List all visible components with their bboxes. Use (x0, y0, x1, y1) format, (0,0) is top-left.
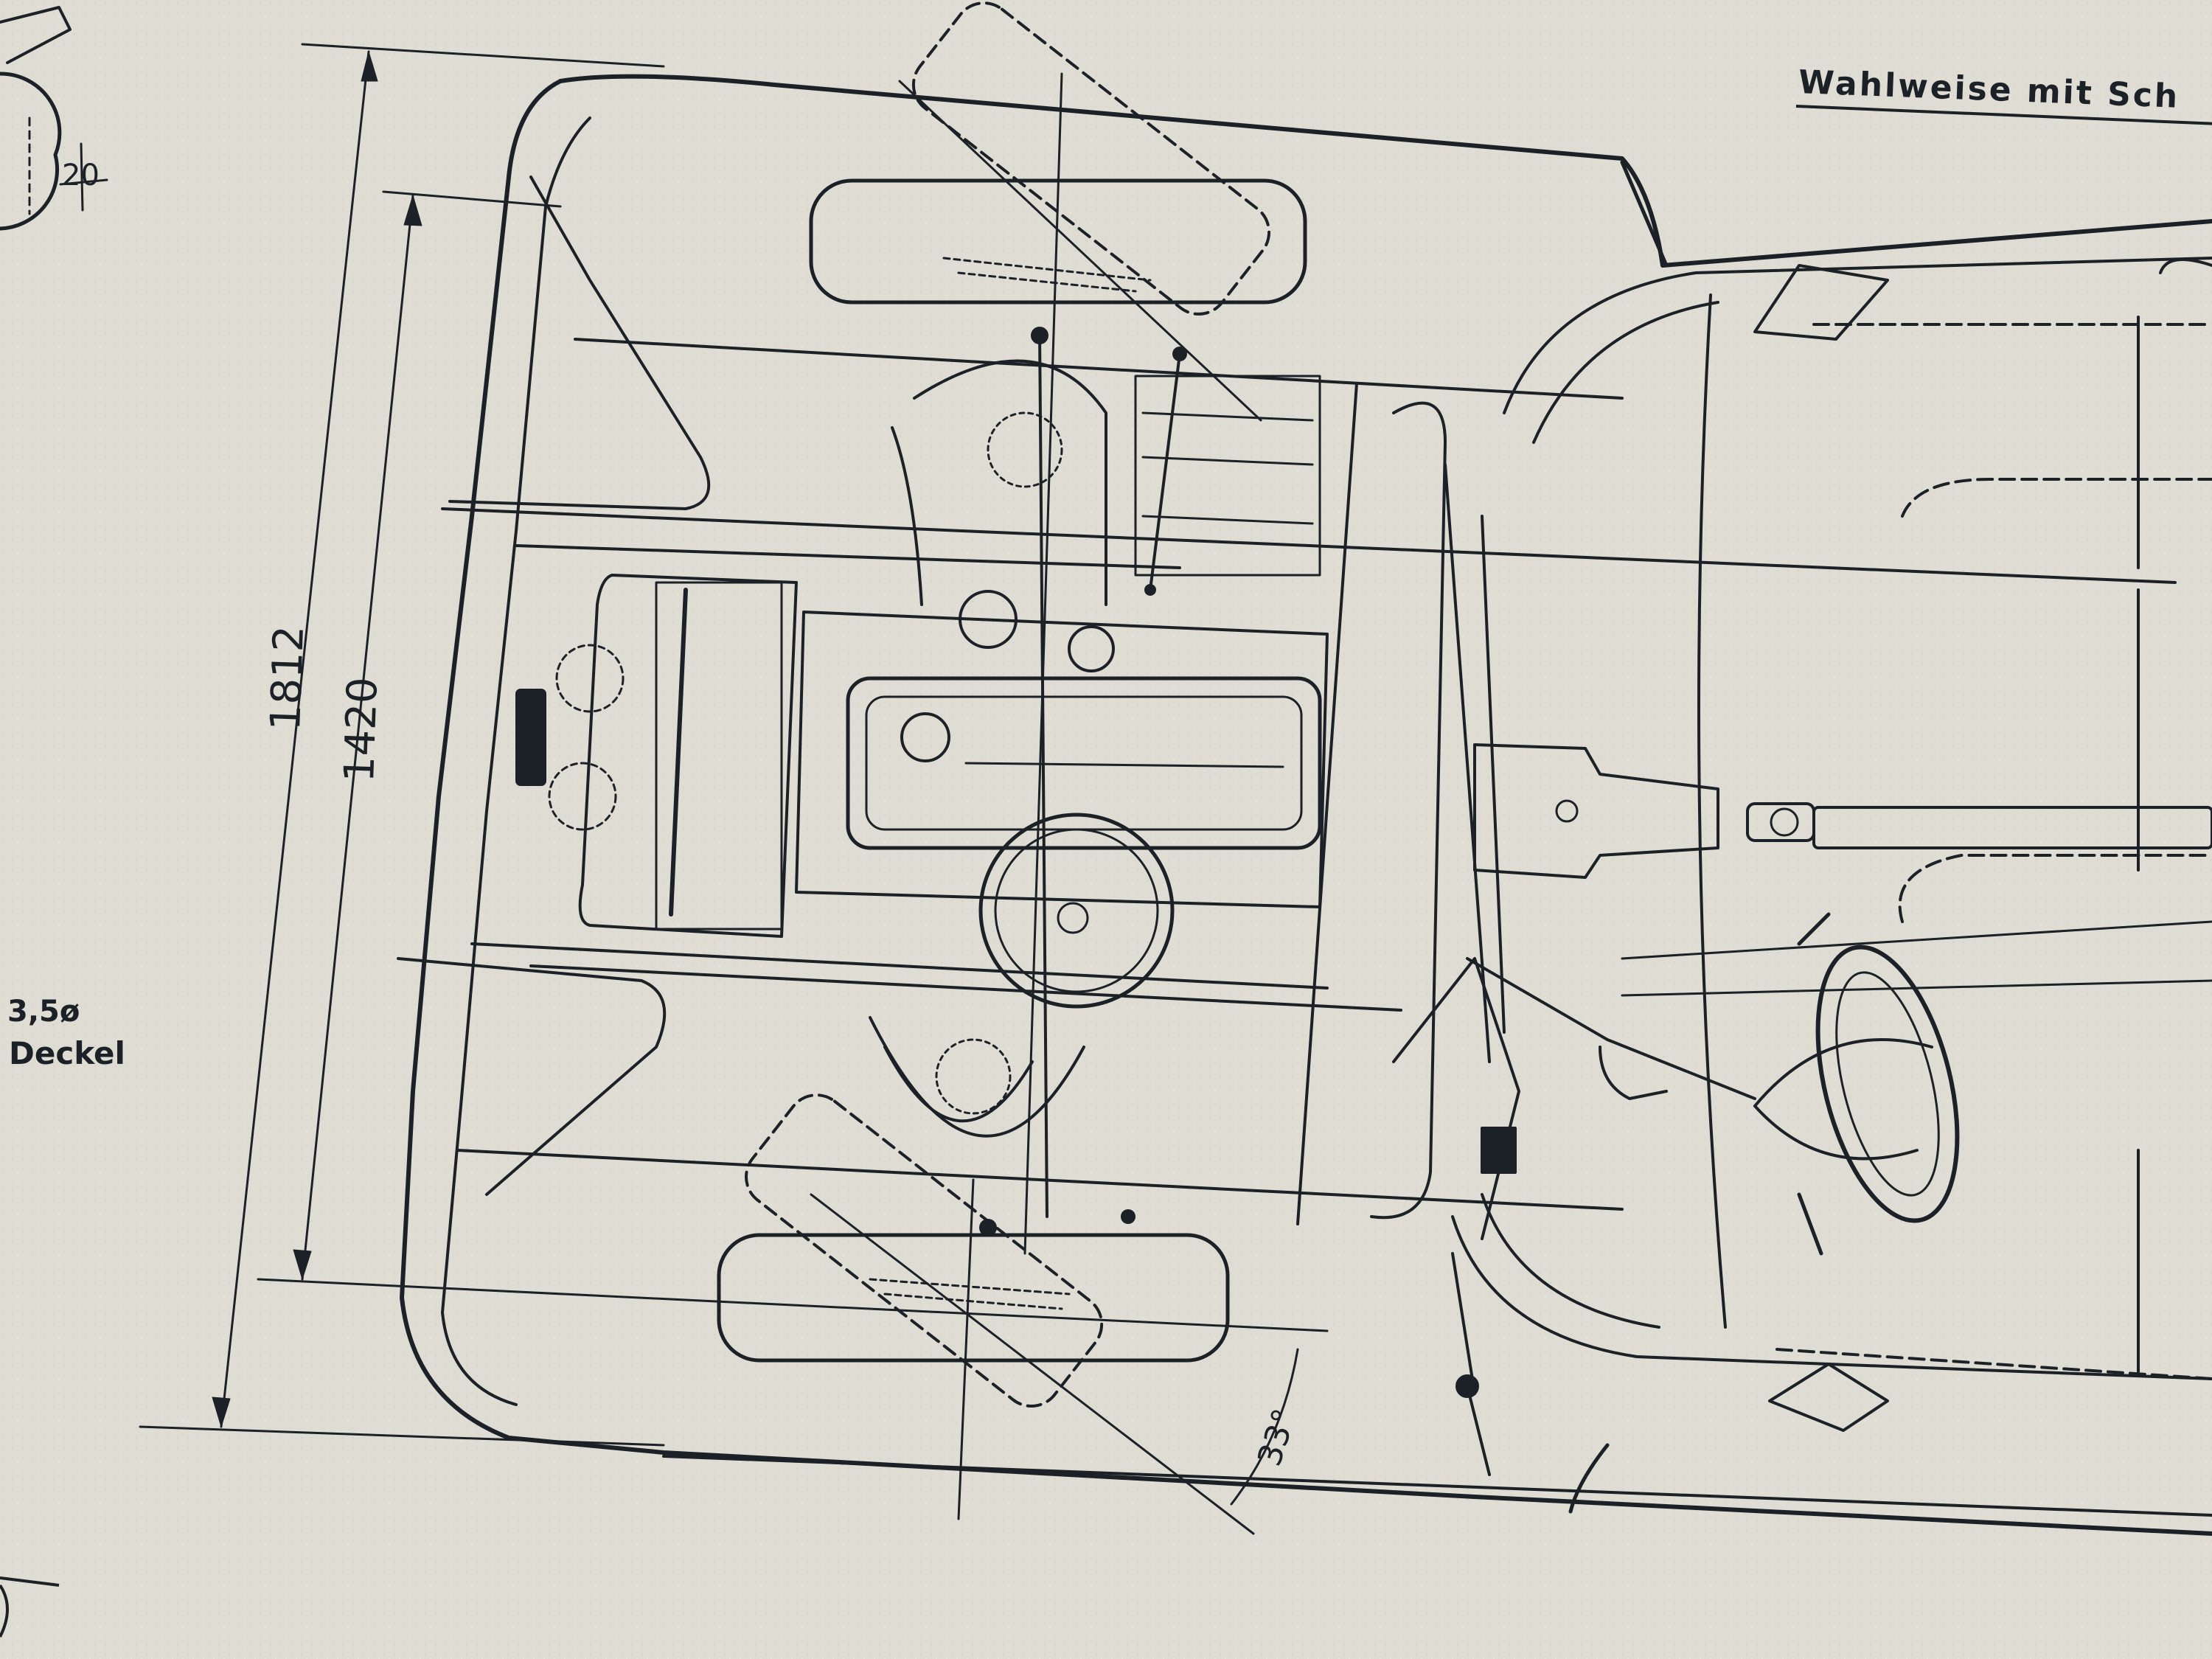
diameter-note: 3,5ø (7, 995, 80, 1029)
front-panels (397, 175, 711, 1196)
car-body-outline (400, 74, 2212, 1536)
overall-width-dimension: 1812 (262, 625, 313, 732)
radiator (515, 574, 798, 938)
detail-fragment-bottom-left (0, 1576, 60, 1587)
cabin-outline (1697, 258, 2212, 1432)
detail-arc-bottom-left (0, 1584, 9, 1638)
flywheel (978, 813, 1175, 1009)
detail-circle-top-left (0, 6, 108, 231)
front-suspension (869, 330, 1181, 1218)
track-width-dimension: 1420 (335, 676, 387, 784)
steering-wheel-icon (1466, 912, 2212, 1256)
pedal-levers (1392, 463, 1520, 1476)
front-wheel-lower (717, 1093, 1230, 1408)
bolt-points (979, 327, 1187, 1237)
gearbox-driveshaft (1473, 743, 2212, 879)
dimension-small-label: 20 (62, 159, 100, 192)
cover-note: Deckel (9, 1035, 125, 1071)
frame-lines (441, 338, 2177, 1211)
dimension-lines (139, 43, 1329, 1447)
bulkhead (1296, 257, 2212, 1380)
